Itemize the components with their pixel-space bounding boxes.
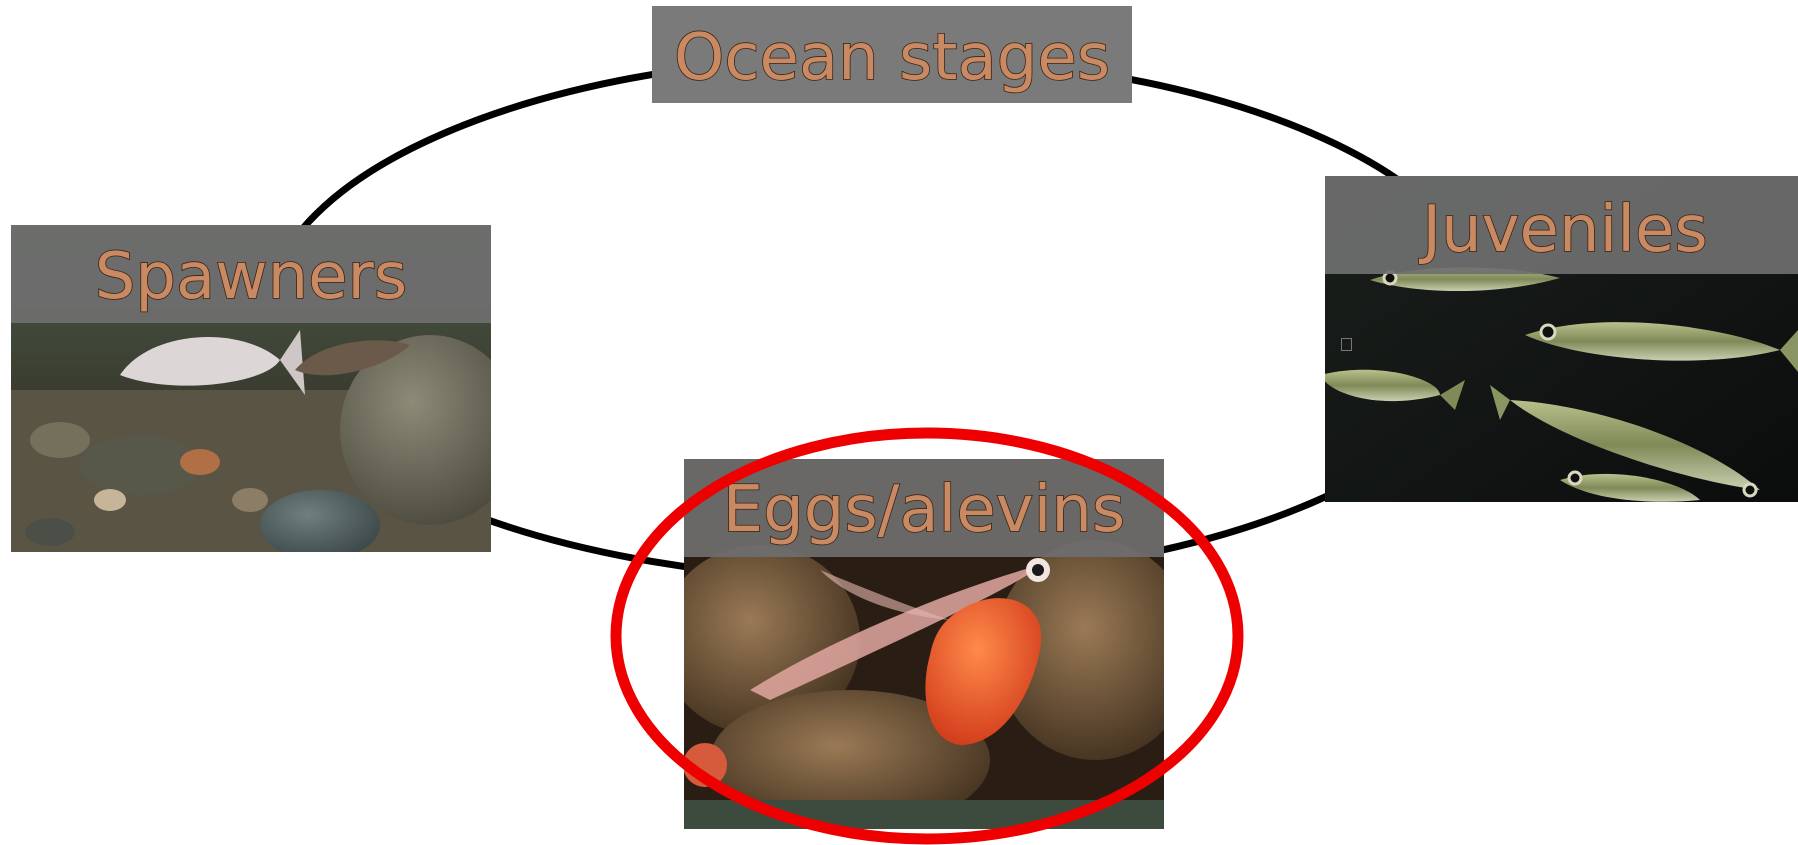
small-square-marker [1341, 338, 1352, 351]
spawners-label: Spawners [95, 240, 407, 314]
juveniles-label: Juveniles [1418, 193, 1708, 267]
eggs-alevins-label: Eggs/alevins [723, 473, 1126, 547]
ocean-stages-label: Ocean stages [674, 21, 1110, 95]
